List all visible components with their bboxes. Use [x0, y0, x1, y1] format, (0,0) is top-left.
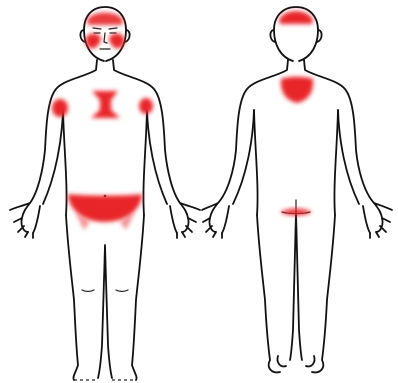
front-eyebrows — [93, 28, 117, 29]
front-body — [10, 7, 200, 380]
pain-lower-back-crease — [280, 208, 312, 216]
pain-cheeks-right — [109, 34, 124, 49]
back-right-hand — [370, 203, 392, 238]
back-legs-outline — [257, 212, 335, 372]
back-pain-regions — [279, 11, 313, 216]
back-left-hand — [202, 203, 222, 238]
back-torso-sides — [254, 110, 338, 215]
pain-sternum — [91, 91, 120, 118]
pain-upper-back — [281, 77, 313, 103]
front-inner-arms — [43, 110, 167, 204]
back-heels — [277, 356, 314, 366]
front-legs-outline — [66, 215, 144, 380]
pain-cheeks-left — [86, 34, 101, 49]
pain-left-shoulder — [139, 98, 153, 114]
front-knees — [82, 290, 128, 292]
pain-forehead — [87, 13, 123, 26]
front-nose — [104, 33, 107, 43]
pain-scalp-top — [279, 11, 313, 24]
back-body — [202, 7, 392, 372]
pain-right-shoulder — [52, 99, 68, 117]
back-inner-arms — [233, 110, 359, 204]
